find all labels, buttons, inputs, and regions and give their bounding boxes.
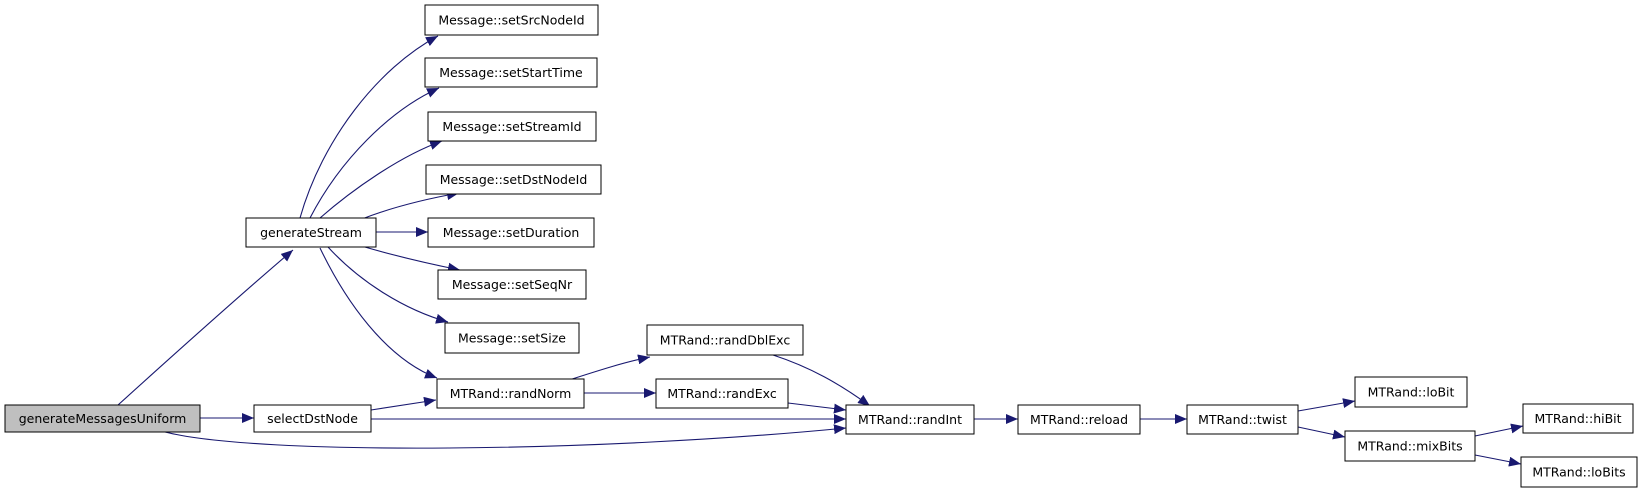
node-label: Message::setStartTime [439,65,583,80]
node-setStartTime[interactable]: Message::setStartTime [424,57,598,88]
node-setSrcNodeId[interactable]: Message::setSrcNodeId [424,4,599,36]
edge-generateStream-setSize [327,246,449,324]
edge-generateStream-setStartTime [309,87,440,219]
node-randInt[interactable]: MTRand::randInt [845,404,975,435]
node-label: MTRand::reload [1030,412,1128,427]
edge-twist-loBit [1297,398,1356,412]
node-setDuration[interactable]: Message::setDuration [427,217,595,248]
edge-selectDstNode-randNorm [370,396,437,411]
node-generateMessagesUniform[interactable]: generateMessagesUniform [4,404,201,433]
node-label: Message::setDstNodeId [440,172,588,187]
node-label: MTRand::randExc [667,386,777,401]
edge-generateStream-setSrcNodeId [299,35,439,219]
node-label: generateStream [260,225,362,240]
node-label: MTRand::twist [1198,412,1287,427]
node-loBits[interactable]: MTRand::loBits [1520,456,1638,488]
node-label: Message::setDuration [443,225,580,240]
edge-randExc-randInt [787,402,847,414]
node-label: Message::setStreamId [442,119,581,134]
edge-generateMessagesUniform-generateStream [117,249,294,406]
node-label: generateMessagesUniform [19,411,187,426]
node-setSeqNr[interactable]: Message::setSeqNr [437,269,587,300]
node-hiBit[interactable]: MTRand::hiBit [1522,403,1634,434]
edge-generateStream-setDstNodeId [361,190,460,220]
node-label: MTRand::loBits [1532,465,1625,480]
node-loBit[interactable]: MTRand::loBit [1354,376,1468,408]
edge-mixBits-loBits [1474,454,1522,467]
node-label: Message::setSeqNr [452,277,573,292]
node-twist[interactable]: MTRand::twist [1186,404,1299,435]
edge-generateStream-setStreamId [319,140,443,219]
node-setSize[interactable]: Message::setSize [444,322,580,354]
edge-generateStream-setSeqNr [357,244,461,273]
edge-randNorm-randDblExc [565,354,651,382]
node-label: selectDstNode [267,411,358,426]
edge-mixBits-hiBit [1474,423,1524,437]
node-label: MTRand::loBit [1368,385,1455,400]
node-generateStream[interactable]: generateStream [245,217,377,248]
node-label: MTRand::hiBit [1534,411,1621,426]
node-label: MTRand::randNorm [450,386,572,401]
node-setDstNodeId[interactable]: Message::setDstNodeId [425,164,602,195]
node-setStreamId[interactable]: Message::setStreamId [427,111,597,142]
edge-twist-mixBits [1297,426,1346,440]
edge-randDblExc-randInt [772,354,871,407]
node-label: Message::setSrcNodeId [438,13,584,28]
node-label: MTRand::randInt [858,412,962,427]
node-label: MTRand::randDblExc [660,333,791,348]
node-randDblExc[interactable]: MTRand::randDblExc [646,324,804,356]
node-selectDstNode[interactable]: selectDstNode [253,404,372,433]
edge-generateMessagesUniform-randInt [164,424,847,449]
node-mixBits[interactable]: MTRand::mixBits [1344,430,1476,462]
node-randNorm[interactable]: MTRand::randNorm [436,378,585,409]
node-label: MTRand::mixBits [1357,439,1462,454]
node-reload[interactable]: MTRand::reload [1017,404,1141,435]
edge-generateStream-randNorm [319,247,438,379]
node-randExc[interactable]: MTRand::randExc [655,378,789,409]
node-label: Message::setSize [458,331,566,346]
